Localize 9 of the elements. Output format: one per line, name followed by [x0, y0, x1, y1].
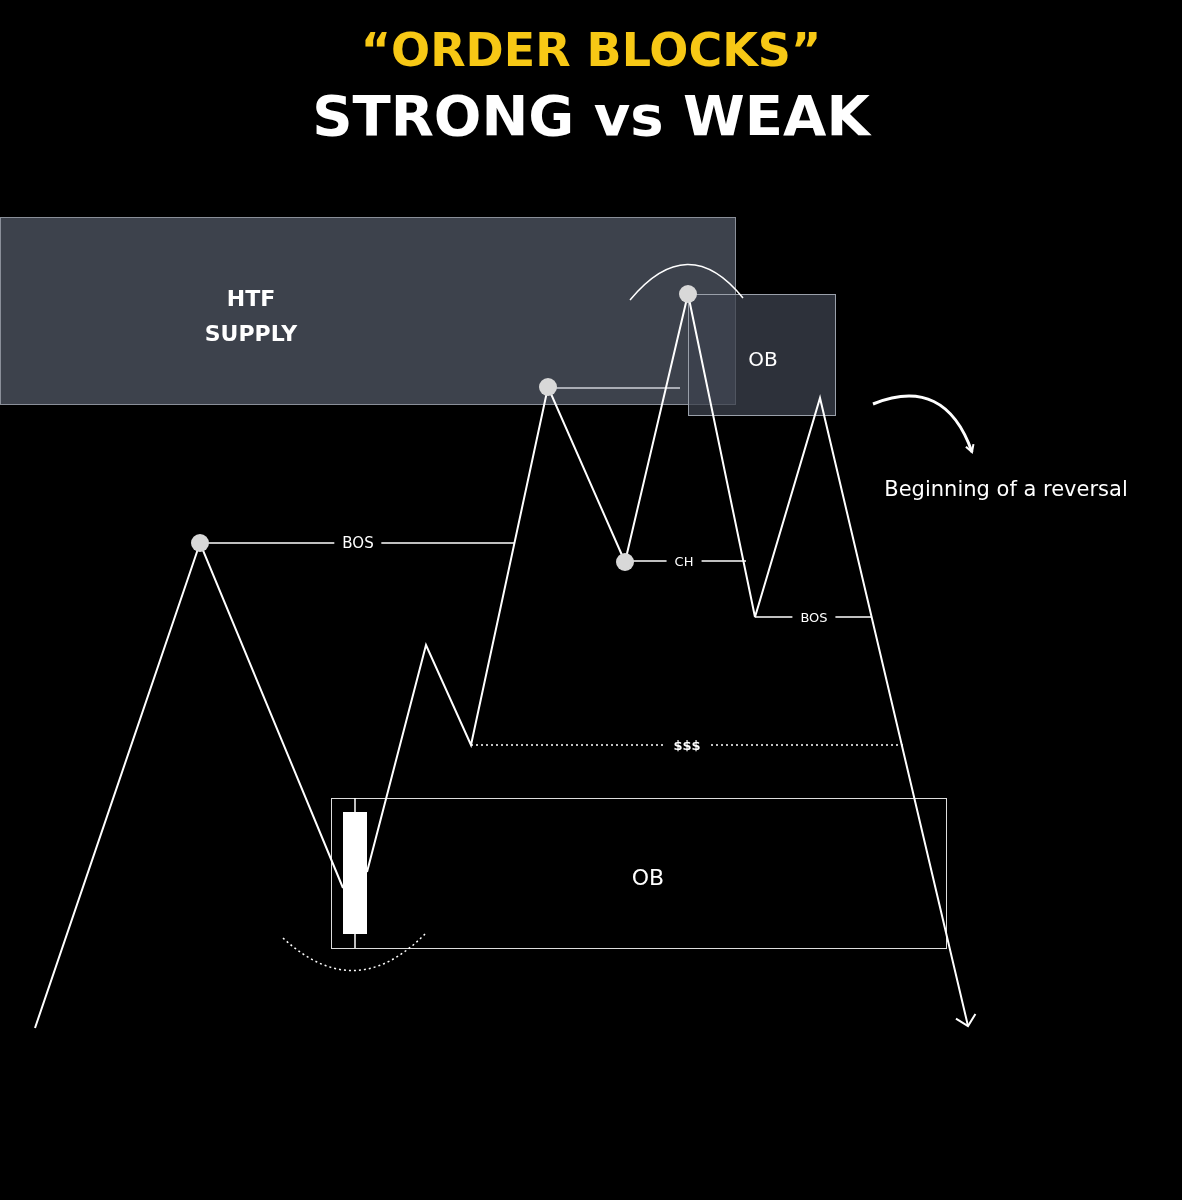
zone-label: HTF SUPPLY: [203, 284, 299, 348]
order-block-zone: [688, 294, 836, 416]
subtitle: STRONG vs WEAK: [311, 82, 872, 148]
annotation-text: Beginning of a reversal: [883, 477, 1129, 501]
supply-zone: [0, 217, 736, 405]
title: “ORDER BLOCKS”: [359, 22, 823, 78]
order-block-zone: [331, 798, 947, 949]
zone-label: OB: [747, 346, 779, 373]
zone-label: OB: [630, 864, 666, 893]
